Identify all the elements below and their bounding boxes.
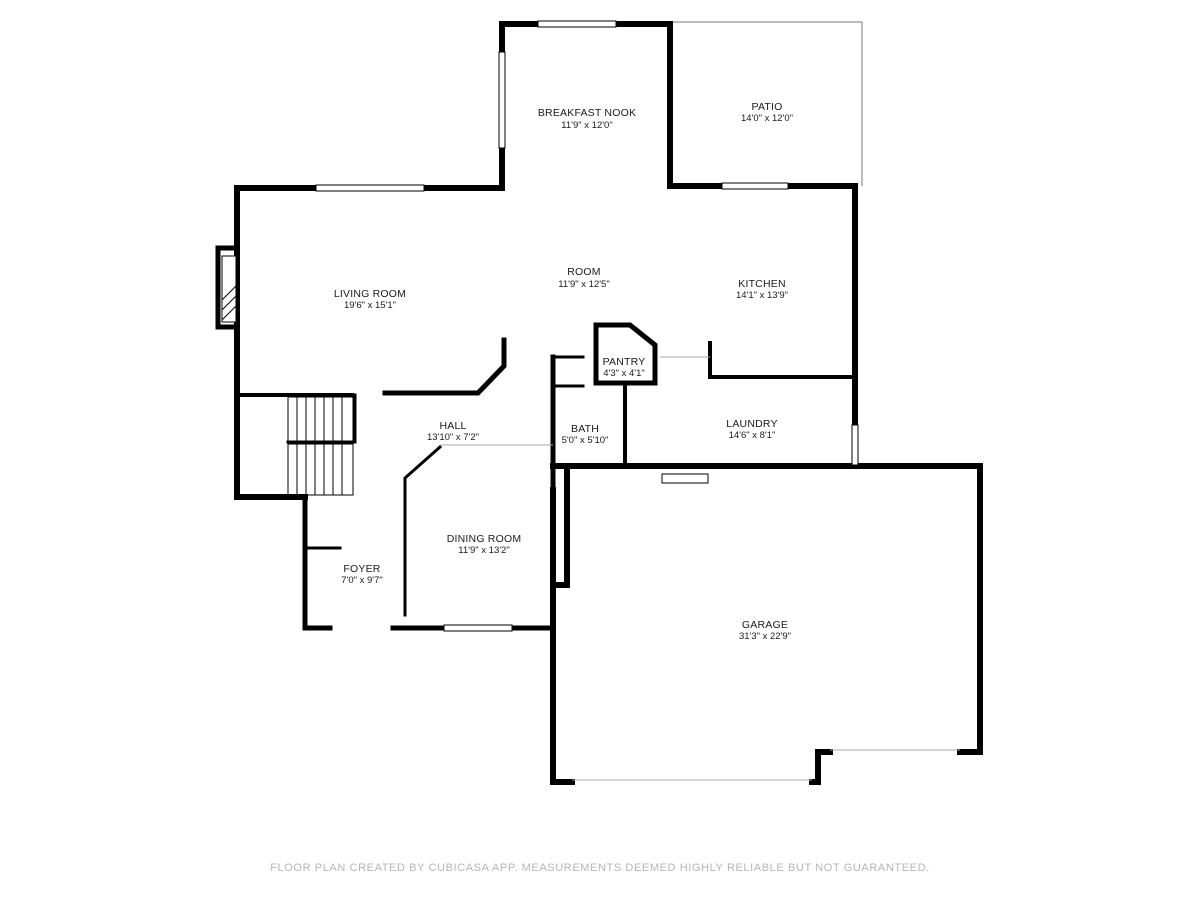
windows <box>315 20 859 632</box>
room-dims-patio: 14'0" x 12'0" <box>741 113 793 124</box>
room-name-laundry: LAUNDRY <box>726 418 777 430</box>
room-name-kitchen: KITCHEN <box>738 278 786 290</box>
room-labels: BREAKFAST NOOK 11'9" x 12'0" PATIO 14'0"… <box>334 101 793 642</box>
room-name-dining-room: DINING ROOM <box>447 533 522 545</box>
room-name-patio: PATIO <box>752 101 783 113</box>
patio-outline <box>670 21 863 186</box>
room-dims-bath: 5'0" x 5'10" <box>562 435 609 446</box>
room-dims-foyer: 7'0" x 9'7" <box>341 575 383 586</box>
room-name-garage: GARAGE <box>742 619 788 631</box>
footer-disclaimer: FLOOR PLAN CREATED BY CUBICASA APP. MEAS… <box>270 862 930 874</box>
room-dims-breakfast-nook: 11'9" x 12'0" <box>561 120 612 131</box>
openings <box>440 356 960 781</box>
room-name-bath: BATH <box>571 423 599 435</box>
room-dims-dining-room: 11'9" x 13'2" <box>458 545 509 556</box>
room-dims-kitchen: 14'1" x 13'9" <box>736 290 788 301</box>
room-dims-hall: 13'10" x 7'2" <box>427 432 479 443</box>
room-name-hall: HALL <box>439 420 466 432</box>
room-name-foyer: FOYER <box>343 563 380 575</box>
room-name-living-room: LIVING ROOM <box>334 288 406 300</box>
room-dims-pantry: 4'3" x 4'1" <box>603 368 645 379</box>
room-name-pantry: PANTRY <box>603 356 646 368</box>
room-dims-garage: 31'3" x 22'9" <box>739 631 791 642</box>
room-name-breakfast-nook: BREAKFAST NOOK <box>538 107 636 119</box>
walls <box>215 21 983 785</box>
fireplace <box>221 255 237 323</box>
room-name-room: ROOM <box>567 266 600 278</box>
room-dims-living-room: 19'6" x 15'1" <box>344 300 396 311</box>
room-dims-laundry: 14'6" x 8'1" <box>729 430 776 441</box>
room-dims-room: 11'9" x 12'5" <box>558 279 609 290</box>
stairs <box>287 396 354 496</box>
